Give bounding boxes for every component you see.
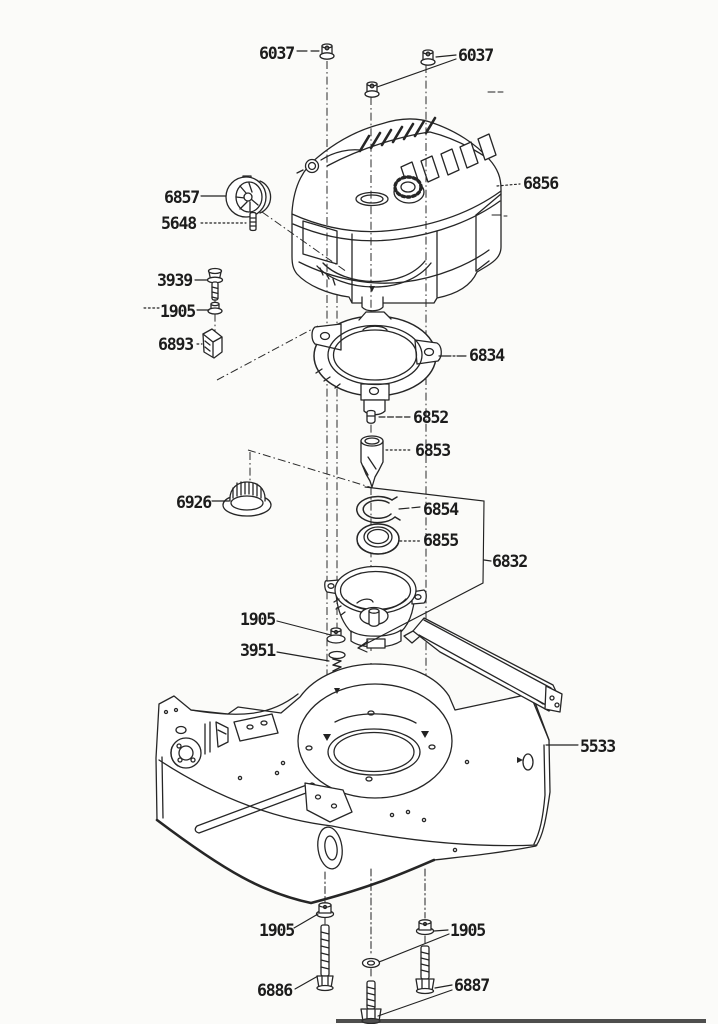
part-label-6037-left: 6037 <box>259 44 295 63</box>
part-label-6926: 6926 <box>176 493 212 512</box>
part-label-6886: 6886 <box>257 981 293 1000</box>
bolt-6887-right-drawing <box>415 945 435 995</box>
bowl-drawing <box>324 565 427 649</box>
part-label-5648: 5648 <box>161 214 197 233</box>
part-label-6887: 6887 <box>454 976 490 995</box>
bearing-6855-drawing <box>356 523 400 555</box>
part-label-6037-right: 6037 <box>458 46 494 65</box>
flange-nut-1905-upper <box>207 301 223 315</box>
flange-nut-1905-bottom-left <box>315 902 335 919</box>
part-label-6853: 6853 <box>415 441 451 460</box>
part-label-1905-upper: 1905 <box>160 302 196 321</box>
part-label-1905-bottom-left: 1905 <box>259 921 295 940</box>
part-label-6856: 6856 <box>523 174 559 193</box>
washer-drawing <box>361 957 381 969</box>
parts-drawings <box>155 43 563 1024</box>
bolt-6886-drawing <box>316 924 334 992</box>
bolt-6887-middle-drawing <box>360 980 382 1024</box>
part-label-6855: 6855 <box>423 531 459 550</box>
spacer-6853-drawing <box>360 435 384 488</box>
knob-6926-drawing <box>222 481 272 517</box>
pulley-drawing <box>225 175 272 218</box>
flange-nut-6037-right <box>420 49 436 66</box>
key-6852-drawing <box>366 409 376 424</box>
part-label-6832: 6832 <box>492 552 528 571</box>
snap-ring-6854-drawing <box>356 495 401 524</box>
part-label-6854: 6854 <box>423 500 459 519</box>
part-label-6852: 6852 <box>413 408 449 427</box>
part-label-6893: 6893 <box>158 335 194 354</box>
part-label-1905-mid: 1905 <box>240 610 276 629</box>
ring-6834-drawing <box>311 311 442 416</box>
part-label-6834: 6834 <box>469 346 505 365</box>
bracket-6893-drawing <box>202 328 223 359</box>
bolt-3939-drawing <box>206 267 224 301</box>
rail-drawing <box>403 617 563 713</box>
leader-lines <box>143 50 579 1017</box>
part-label-3939: 3939 <box>157 271 193 290</box>
flange-nut-1905-bottom-right <box>415 919 435 936</box>
part-label-5533: 5533 <box>580 737 616 756</box>
part-label-6857: 6857 <box>164 188 200 207</box>
engine-drawing <box>291 116 502 312</box>
part-label-3951: 3951 <box>240 641 276 660</box>
scan-artifact <box>336 1019 706 1023</box>
flange-nut-6037-mid <box>364 81 380 98</box>
screw-3951-drawing <box>328 650 346 682</box>
deck-drawing <box>155 663 551 905</box>
flange-nut-1905-mid <box>326 627 346 644</box>
flange-nut-6037-left <box>319 43 335 60</box>
part-label-1905-bottom-right: 1905 <box>450 921 486 940</box>
pin-drawing <box>249 211 257 232</box>
